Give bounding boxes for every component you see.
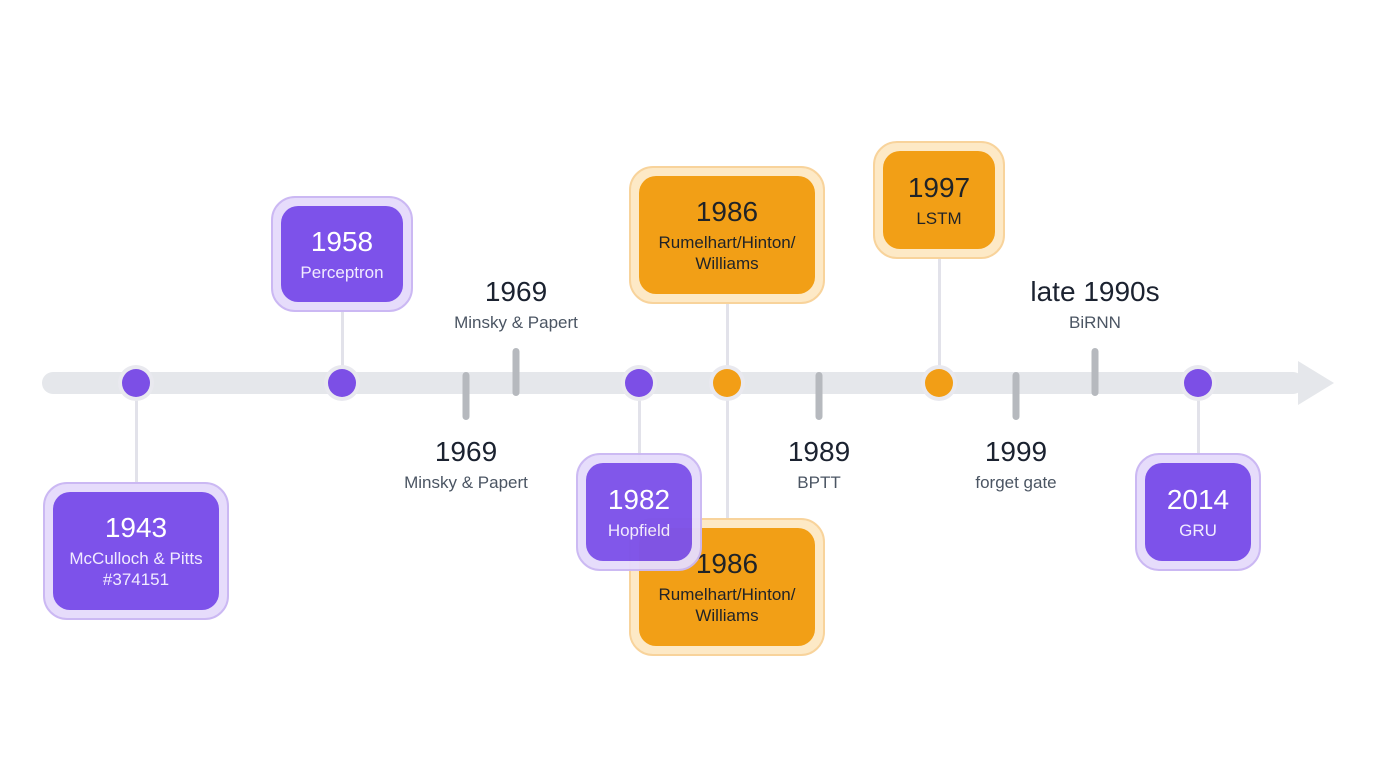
node-1997[interactable] bbox=[921, 365, 957, 401]
node-dot-icon bbox=[328, 369, 356, 397]
connector-1943 bbox=[135, 400, 138, 486]
node-dot-icon bbox=[1184, 369, 1212, 397]
node-dot-icon bbox=[713, 369, 741, 397]
tick-1989 bbox=[815, 372, 823, 420]
event-year: 1943 bbox=[104, 512, 168, 543]
tick-1969-above bbox=[512, 348, 520, 396]
connector-1986-below bbox=[726, 400, 729, 522]
node-dot-icon bbox=[925, 369, 953, 397]
event-card-1958[interactable]: 1958 Perceptron bbox=[271, 196, 413, 312]
tick-desc: Minsky & Papert bbox=[404, 473, 528, 492]
tick-label-late-1990s: late 1990s BiRNN bbox=[1030, 276, 1159, 334]
connector-1982 bbox=[638, 400, 641, 462]
connector-1986-above bbox=[726, 300, 729, 366]
node-1943[interactable] bbox=[118, 365, 154, 401]
event-card-1997[interactable]: 1997 LSTM bbox=[873, 141, 1005, 259]
event-year: 1982 bbox=[607, 483, 671, 515]
tick-year: 1969 bbox=[484, 276, 548, 307]
tick-year: 1969 bbox=[434, 436, 498, 467]
event-card-1986-above[interactable]: 1986 Rumelhart/Hinton/ Williams bbox=[629, 166, 825, 304]
event-label-line1: Rumelhart/Hinton/ bbox=[658, 233, 796, 252]
event-label: GRU bbox=[1179, 520, 1217, 540]
tick-1969-below bbox=[462, 372, 470, 420]
tick-desc: BPTT bbox=[797, 473, 841, 492]
tick-label-1969-below: 1969 Minsky & Papert bbox=[404, 436, 528, 494]
tick-label-1999: 1999 forget gate bbox=[975, 436, 1056, 494]
tick-desc: BiRNN bbox=[1069, 313, 1121, 332]
tick-year: late 1990s bbox=[1030, 276, 1160, 307]
event-card-2014[interactable]: 2014 GRU bbox=[1135, 453, 1261, 571]
timeline-axis bbox=[42, 372, 1304, 394]
event-label: McCulloch & Pitts bbox=[69, 549, 203, 568]
event-label: Hopfield bbox=[607, 520, 671, 540]
event-label-line2: Williams bbox=[695, 254, 759, 273]
tick-1999 bbox=[1012, 372, 1020, 420]
connector-1958 bbox=[341, 310, 344, 370]
node-1958[interactable] bbox=[324, 365, 360, 401]
node-dot-icon bbox=[122, 369, 150, 397]
event-year: 1958 bbox=[310, 225, 374, 257]
event-label-line1: Rumelhart/Hinton/ bbox=[658, 585, 796, 604]
event-year: 1986 bbox=[695, 548, 759, 579]
node-2014[interactable] bbox=[1180, 365, 1216, 401]
event-year: 2014 bbox=[1166, 483, 1230, 515]
event-label: LSTM bbox=[916, 208, 962, 228]
event-card-1982[interactable]: 1982 Hopfield bbox=[576, 453, 702, 571]
event-label: Perceptron bbox=[300, 262, 384, 282]
event-card-1943[interactable]: 1943 McCulloch & Pitts #374151 bbox=[43, 482, 229, 620]
timeline-arrowhead bbox=[1298, 361, 1334, 405]
tick-desc: Minsky & Papert bbox=[454, 313, 578, 332]
tick-year: 1999 bbox=[984, 436, 1048, 467]
tick-year: 1989 bbox=[787, 436, 851, 467]
tick-late-1990s bbox=[1091, 348, 1099, 396]
tick-label-1989: 1989 BPTT bbox=[788, 436, 850, 494]
event-year: 1986 bbox=[695, 196, 759, 227]
event-extra: #374151 bbox=[102, 570, 170, 589]
node-1982[interactable] bbox=[621, 365, 657, 401]
event-label-line2: Williams bbox=[695, 606, 759, 625]
connector-2014 bbox=[1197, 400, 1200, 460]
connector-1997 bbox=[938, 256, 941, 366]
event-year: 1997 bbox=[907, 171, 971, 203]
node-1986[interactable] bbox=[709, 365, 745, 401]
tick-label-1969-above: 1969 Minsky & Papert bbox=[454, 276, 578, 334]
event-card-1986-below[interactable]: 1986 Rumelhart/Hinton/ Williams bbox=[629, 518, 825, 656]
tick-desc: forget gate bbox=[975, 473, 1057, 492]
node-dot-icon bbox=[625, 369, 653, 397]
